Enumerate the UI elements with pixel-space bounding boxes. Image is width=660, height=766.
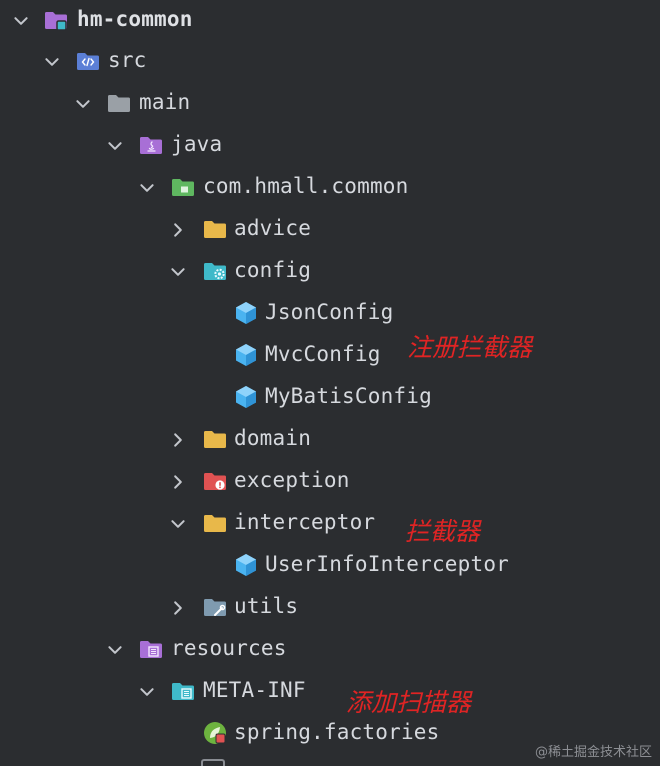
chevron-right-icon[interactable] (167, 597, 189, 619)
tree-node-package[interactable]: com.hmall.common (0, 167, 660, 209)
source-root-folder-icon (74, 47, 102, 75)
tree-node-java[interactable]: java (0, 125, 660, 167)
tree-label-meta-inf: META-INF (203, 678, 306, 702)
tree-node-meta-inf[interactable]: META-INF (0, 671, 660, 713)
utils-folder-icon (201, 593, 229, 621)
tree-label-exception: exception (234, 468, 350, 492)
chevron-down-icon[interactable] (72, 93, 94, 115)
class-cube-icon (232, 341, 260, 369)
folder-icon (201, 509, 229, 537)
tree-node-advice[interactable]: advice (0, 209, 660, 251)
tree-label-src: src (108, 48, 147, 72)
resources-folder-icon (137, 635, 165, 663)
chevron-down-icon[interactable] (104, 639, 126, 661)
config-folder-icon (201, 257, 229, 285)
class-cube-icon (232, 551, 260, 579)
chevron-down-icon[interactable] (41, 51, 63, 73)
tree-label-interceptor: interceptor (234, 510, 376, 534)
chevron-down-icon[interactable] (104, 135, 126, 157)
tree-node-hm-common[interactable]: hm-common (0, 0, 660, 42)
tree-node-utils[interactable]: utils (0, 587, 660, 629)
class-cube-icon (232, 299, 260, 327)
package-folder-icon (169, 173, 197, 201)
chevron-down-icon[interactable] (136, 681, 158, 703)
chevron-down-icon[interactable] (10, 10, 32, 32)
watermark: @稀土掘金技术社区 (534, 745, 652, 760)
tree-node-spring-factories[interactable]: spring.factories (0, 713, 660, 755)
file-icon (201, 759, 225, 766)
tree-node-json-config[interactable]: JsonConfig (0, 293, 660, 335)
tree-label-utils: utils (234, 594, 299, 618)
folder-icon (201, 425, 229, 453)
tree-node-mvc-config[interactable]: MvcConfig (0, 335, 660, 377)
class-cube-icon (232, 383, 260, 411)
tree-label-resources: resources (171, 636, 287, 660)
chevron-right-icon[interactable] (167, 471, 189, 493)
annotation-interceptor: 拦截器 (405, 517, 481, 546)
tree-label-json-config: JsonConfig (265, 300, 394, 324)
exception-folder-icon (201, 467, 229, 495)
tree-label-main: main (139, 90, 191, 114)
java-source-folder-icon (137, 131, 165, 159)
chevron-right-icon[interactable] (167, 429, 189, 451)
tree-label-java: java (171, 132, 223, 156)
tree-node-config[interactable]: config (0, 251, 660, 293)
chevron-down-icon[interactable] (136, 177, 158, 199)
tree-label-config: config (234, 258, 312, 282)
tree-node-partial (0, 755, 660, 766)
chevron-right-icon[interactable] (167, 219, 189, 241)
annotation-add-scanner: 添加扫描器 (346, 688, 472, 717)
folder-icon (105, 89, 133, 117)
tree-node-resources[interactable]: resources (0, 629, 660, 671)
tree-label-spring-factories: spring.factories (234, 720, 440, 744)
tree-node-mybatis-config[interactable]: MyBatisConfig (0, 377, 660, 419)
tree-label-user-info-interceptor: UserInfoInterceptor (265, 552, 510, 576)
tree-label-package: com.hmall.common (203, 174, 409, 198)
tree-node-interceptor[interactable]: interceptor (0, 503, 660, 545)
tree-label-domain: domain (234, 426, 312, 450)
tree-node-exception[interactable]: exception (0, 461, 660, 503)
spring-leaf-icon (201, 719, 229, 747)
tree-node-src[interactable]: src (0, 41, 660, 83)
chevron-down-icon[interactable] (167, 261, 189, 283)
annotation-register-interceptor: 注册拦截器 (407, 333, 533, 362)
tree-label-mybatis-config: MyBatisConfig (265, 384, 432, 408)
folder-icon (201, 215, 229, 243)
tree-label-advice: advice (234, 216, 312, 240)
tree-node-user-info-interceptor[interactable]: UserInfoInterceptor (0, 545, 660, 587)
chevron-down-icon[interactable] (167, 513, 189, 535)
tree-label-hm-common: hm-common (77, 7, 193, 31)
meta-inf-folder-icon (169, 677, 197, 705)
tree-node-main[interactable]: main (0, 83, 660, 125)
tree-label-mvc-config: MvcConfig (265, 342, 381, 366)
module-folder-icon (42, 6, 70, 34)
tree-node-domain[interactable]: domain (0, 419, 660, 461)
